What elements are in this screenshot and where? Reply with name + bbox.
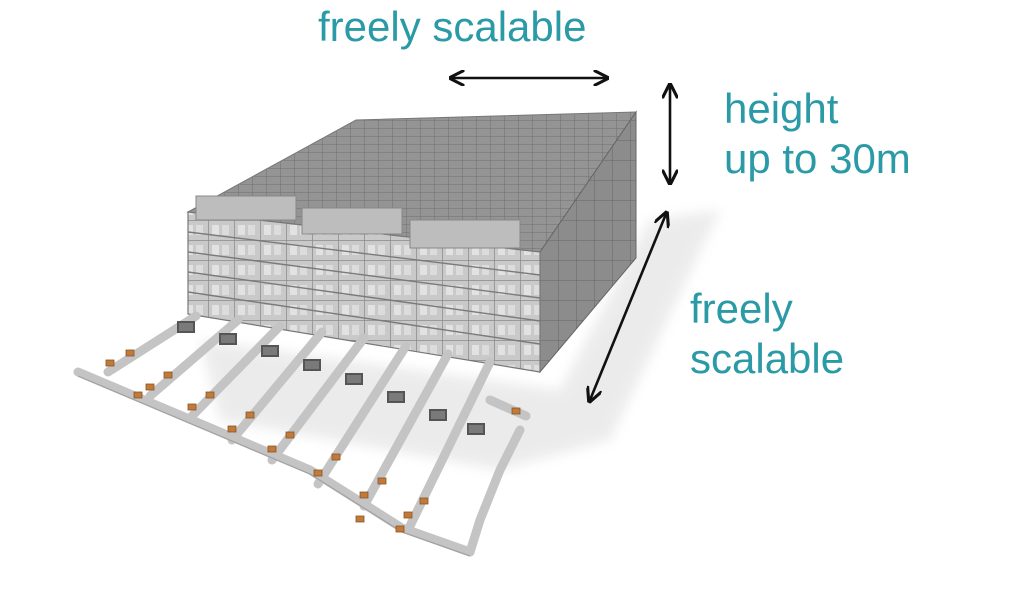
depth-arrow-icon — [590, 214, 666, 400]
pick-stations — [177, 321, 485, 435]
conveyor-edges — [77, 375, 471, 557]
height-label-line1: height — [724, 85, 839, 132]
width-label: freely scalable — [318, 3, 587, 50]
height-label-line2: up to 30m — [724, 135, 911, 182]
totes — [105, 349, 521, 533]
depth-label-line2: scalable — [690, 335, 845, 382]
height-label: height up to 30m — [724, 84, 911, 184]
depth-label: freely scalable — [690, 284, 844, 384]
depth-label-line1: freely — [690, 285, 793, 332]
rack-levels — [187, 231, 541, 345]
rack-top-modules — [195, 195, 521, 249]
conveyor-network — [73, 311, 531, 557]
